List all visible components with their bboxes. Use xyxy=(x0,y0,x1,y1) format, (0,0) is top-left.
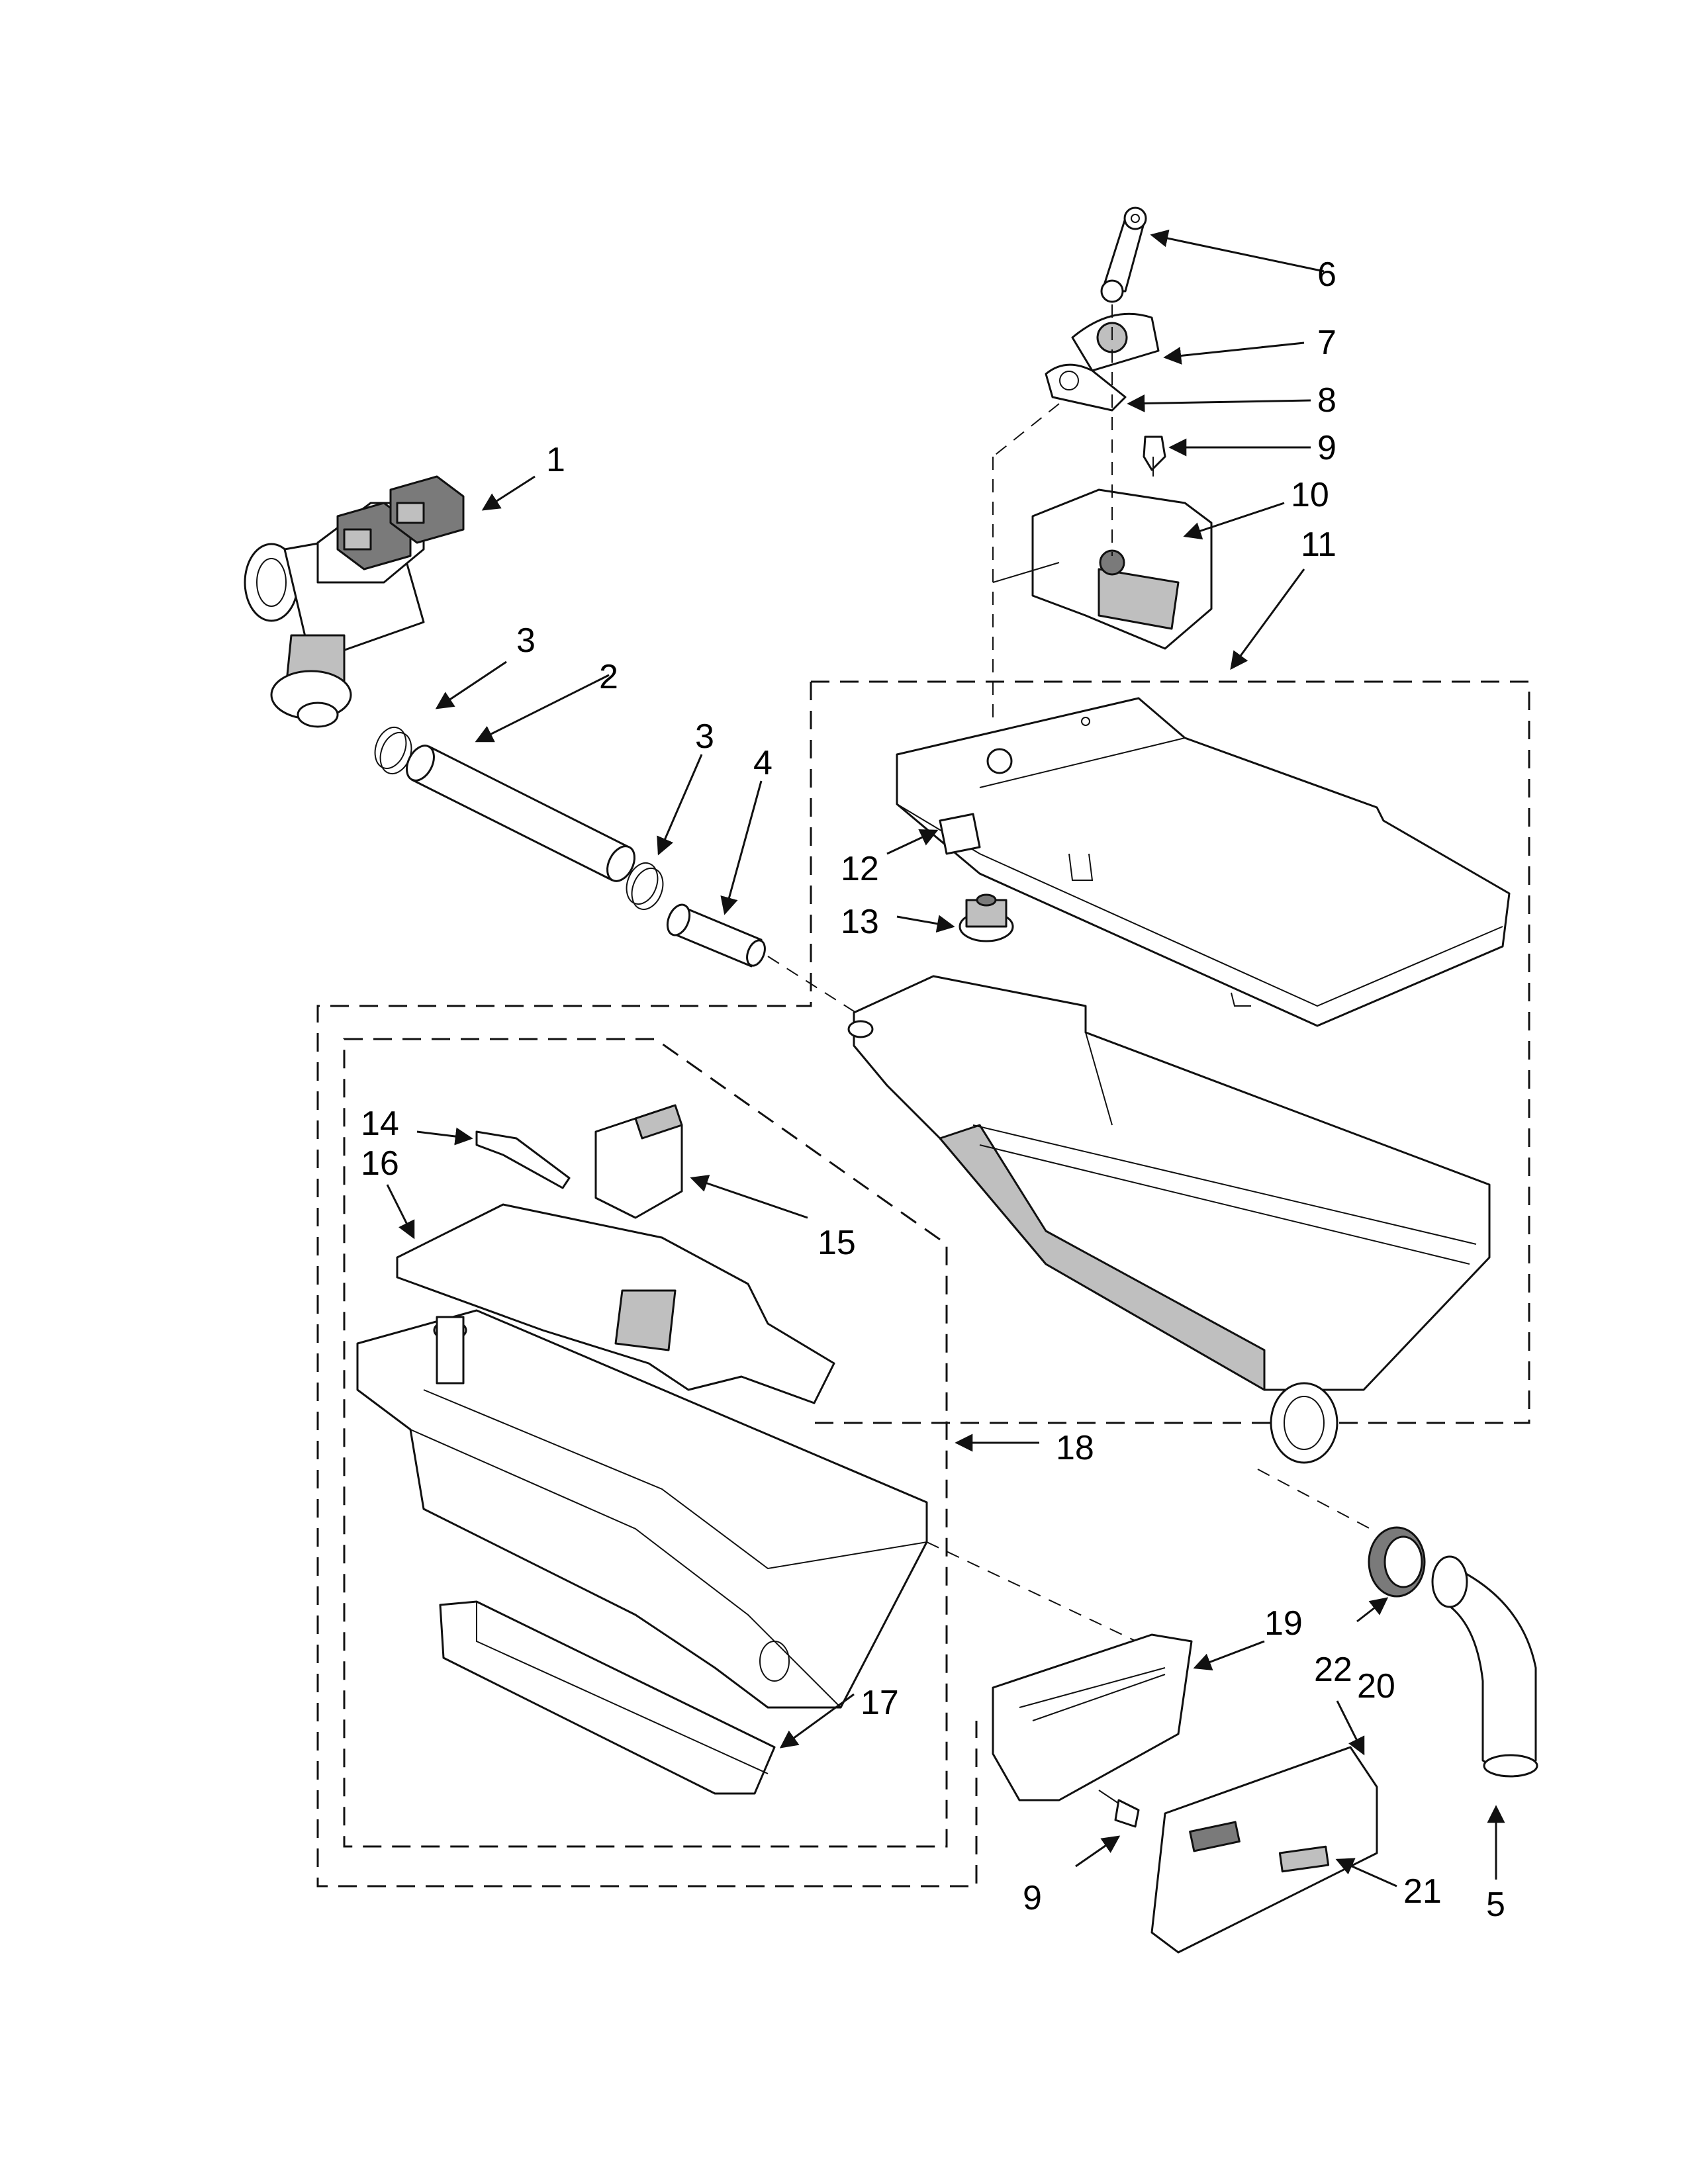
screw-top xyxy=(1143,435,1166,477)
callout-3b: 3 xyxy=(695,717,714,756)
callout-16: 16 xyxy=(361,1144,399,1183)
drain-grommet xyxy=(1368,1526,1426,1598)
callout-9b: 9 xyxy=(1023,1879,1042,1917)
cover-latch xyxy=(939,813,981,855)
softener-cup xyxy=(594,1104,683,1219)
drawer-trough xyxy=(439,1600,776,1795)
callout-5: 5 xyxy=(1486,1886,1505,1924)
callout-labels: 1 2 3 3 4 5 6 7 8 9 9 10 11 12 13 14 15 … xyxy=(361,255,1505,1924)
callout-1: 1 xyxy=(546,441,565,479)
callout-20: 20 xyxy=(1357,1667,1395,1706)
assembly-18-outline xyxy=(343,1038,948,1848)
callout-17: 17 xyxy=(861,1684,899,1722)
callout-4: 4 xyxy=(753,744,773,782)
inlet-nozzle xyxy=(666,903,766,968)
dispenser-drawer xyxy=(356,1309,928,1709)
callout-7: 7 xyxy=(1317,324,1336,362)
dispenser-cover xyxy=(896,697,1511,1027)
callout-6: 6 xyxy=(1317,255,1336,294)
assembly-11-outline xyxy=(316,680,1530,1888)
callout-9a: 9 xyxy=(1317,429,1336,467)
callout-3a: 3 xyxy=(516,621,536,660)
leader-lines xyxy=(386,229,1505,1888)
actuator-link xyxy=(1100,206,1147,303)
actuator-cam xyxy=(1071,312,1160,372)
screw-bottom xyxy=(1098,1790,1140,1828)
dispenser-housing xyxy=(847,975,1491,1464)
callout-19: 19 xyxy=(1264,1604,1303,1643)
drawer-handle xyxy=(1150,1746,1378,1954)
dispenser-actuator xyxy=(992,488,1213,650)
drawer-lid xyxy=(396,1203,835,1404)
hose-clamp-left xyxy=(374,727,412,774)
actuator-gasket xyxy=(1045,363,1127,412)
siphon-cap xyxy=(959,893,1014,942)
callout-2: 2 xyxy=(599,658,618,696)
callout-15: 15 xyxy=(818,1224,856,1262)
callout-12: 12 xyxy=(841,850,879,888)
callout-18: 18 xyxy=(1056,1429,1094,1467)
callout-22: 22 xyxy=(1314,1651,1352,1689)
callout-8: 8 xyxy=(1317,381,1336,420)
inlet-hose xyxy=(406,745,635,882)
callout-13: 13 xyxy=(841,903,879,941)
drawer-label xyxy=(1278,1845,1330,1873)
bleach-lever xyxy=(475,1130,571,1189)
callout-14: 14 xyxy=(361,1105,399,1143)
callout-21: 21 xyxy=(1403,1872,1442,1911)
drain-hose xyxy=(1431,1555,1538,1778)
hose-clamp-right xyxy=(626,862,664,910)
callout-11: 11 xyxy=(1301,525,1336,564)
callout-10: 10 xyxy=(1291,476,1329,514)
drawer-bracket xyxy=(992,1633,1193,1801)
water-inlet-valve xyxy=(244,475,465,728)
